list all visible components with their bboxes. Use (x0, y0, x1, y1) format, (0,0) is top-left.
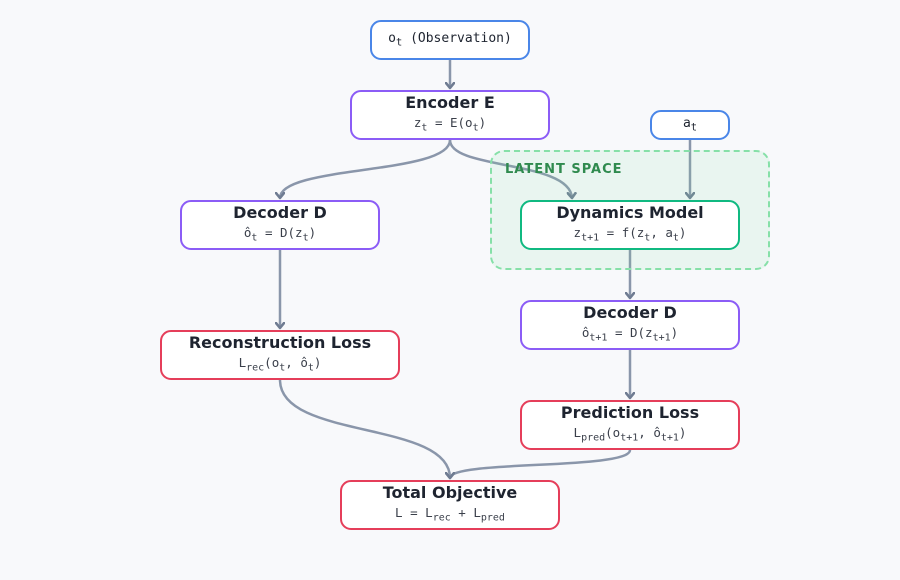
dynamics-model-title: Dynamics Model (556, 203, 704, 223)
reconstruction-loss-title: Reconstruction Loss (188, 333, 372, 353)
observation-node: ot (Observation) (370, 20, 530, 60)
action-node: at (650, 110, 730, 140)
decoder-right-node: Decoder D ôt+1 = D(zt+1) (520, 300, 740, 350)
reconstruction-loss-formula: Lrec(ot, ôt) (238, 355, 322, 374)
decoder-right-formula: ôt+1 = D(zt+1) (581, 325, 679, 344)
arrow-encoder-to-decoder-left (280, 139, 452, 198)
prediction-loss-node: Prediction Loss Lpred(ot+1, ôt+1) (520, 400, 740, 450)
total-objective-title: Total Objective (382, 483, 518, 503)
decoder-right-title: Decoder D (583, 303, 677, 323)
total-objective-node: Total Objective L = Lrec + Lpred (340, 480, 560, 530)
reconstruction-loss-node: Reconstruction Loss Lrec(ot, ôt) (160, 330, 400, 380)
prediction-loss-formula: Lpred(ot+1, ôt+1) (573, 425, 687, 444)
arrow-encoder-to-dynamics (448, 139, 572, 198)
action-label: at (682, 116, 698, 134)
dynamics-model-node: Dynamics Model zt+1 = f(zt, at) (520, 200, 740, 250)
prediction-loss-title: Prediction Loss (560, 403, 700, 423)
dynamics-model-formula: zt+1 = f(zt, at) (573, 225, 687, 244)
decoder-left-title: Decoder D (233, 203, 327, 223)
encoder-title: Encoder E (405, 93, 495, 113)
arrow-reconstruction-loss-to-total (278, 379, 450, 478)
arrow-prediction-loss-to-total (450, 449, 632, 478)
encoder-formula: zt = E(ot) (413, 115, 487, 134)
decoder-left-node: Decoder D ôt = D(zt) (180, 200, 380, 250)
decoder-left-formula: ôt = D(zt) (243, 225, 317, 244)
total-objective-formula: L = Lrec + Lpred (395, 505, 505, 524)
encoder-node: Encoder E zt = E(ot) (350, 90, 550, 140)
observation-label: ot (Observation) (388, 31, 512, 49)
latent-space-label: LATENT SPACE (505, 162, 623, 177)
